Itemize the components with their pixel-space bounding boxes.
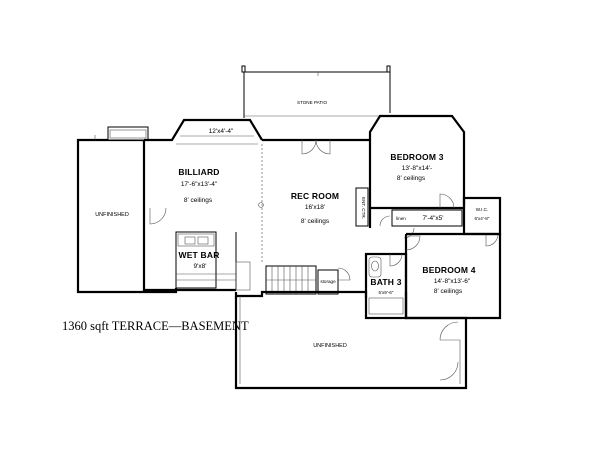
rec-room-ceiling: 8' ceilings [301,218,330,225]
rec-room-size: 16'x18' [305,204,325,211]
bedroom-4-ceiling: 8' ceilings [434,288,463,295]
storage-label: storage [320,279,336,284]
billiard-name: BILLIARD [178,167,219,177]
billiard-door-swing [149,207,167,225]
bath-3-name: BATH 3 [370,277,401,287]
bedroom-3-ceiling: 8' ceilings [397,175,426,182]
hall-size: 7'-4"x5' [422,215,443,222]
wic-size: 6'x4'-8" [475,216,490,221]
column [258,202,264,208]
wic-name: W.I.C. [476,207,489,212]
entertainment-center-label: ENT. CTR. [361,197,366,219]
vanity [368,256,382,278]
wet-bar-name: WET BAR [178,250,219,260]
bedroom-3-size: 13'-8"x14'- [402,165,432,172]
billiard-ceiling: 8' ceilings [184,197,213,204]
unfinished-south-area: UNFINISHED [234,290,468,390]
walk-in-closet: W.I.C. 6'x4'-8" [462,196,502,247]
bath-3: BATH 3 5'x9'-6" [364,252,408,320]
bath-3-size: 5'x9'-6" [379,290,394,295]
unfinished-west-label: UNFINISHED [95,212,129,218]
wet-bar-size: 9'x8' [194,263,207,270]
bedroom-4-size: 14'-8"x13'-6" [434,278,471,285]
bedroom-4: BEDROOM 4 14'-8"x13'-6" 8' ceilings [404,232,502,320]
bathtub [368,297,404,315]
patio-label: STONE PATIO [297,100,328,105]
stairs [235,261,317,295]
billiard-room: 12'x4'-4" BILLIARD 17'-6"x13'-4" 8' ceil… [142,118,263,292]
unfinished-west-area: UNFINISHED [76,126,178,294]
bedroom-3-name: BEDROOM 3 [390,152,443,162]
plan-caption: 1360 sqft TERRACE—BASEMENT [62,319,249,333]
rec-room: REC ROOM 16'x18' 8' ceilings ENT. CTR. [258,138,370,262]
hall-closet: linen 7'-4"x5' [379,209,463,239]
linen-label: linen [396,216,406,221]
stone-patio: STONE PATIO [241,65,391,118]
storage-room: storage [317,267,351,295]
wet-bar: WET BAR 9'x8' [175,231,237,290]
bay-dimension: 12'x4'-4" [209,128,234,135]
billiard-size: 17'-6"x13'-4" [181,181,218,188]
bedroom-4-name: BEDROOM 4 [422,265,475,275]
bedroom-3: BEDROOM 3 13'-8"x14'- 8' ceilings [368,114,466,228]
unfinished-south-label: UNFINISHED [313,343,347,349]
rec-room-name: REC ROOM [291,191,339,201]
